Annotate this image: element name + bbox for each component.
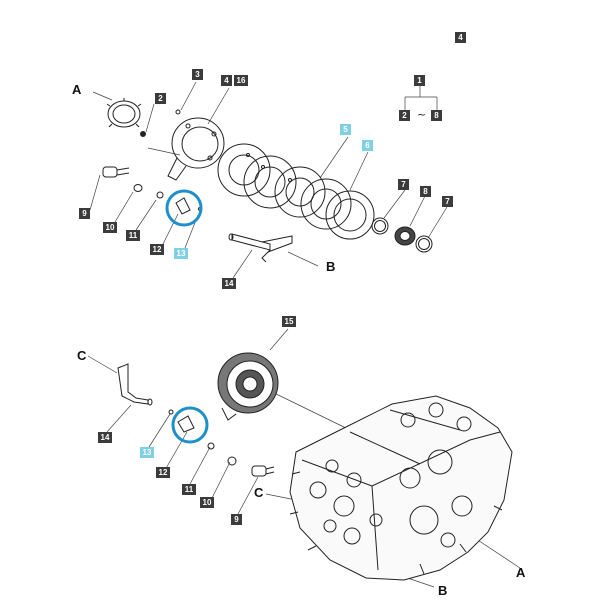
callout-16: 16 <box>234 75 248 86</box>
reference-letter-a-bottom: A <box>516 565 526 580</box>
callout-14-bottom: 14 <box>98 432 112 443</box>
part-12-lever-bottom <box>177 415 195 433</box>
highlight-circle-top <box>165 189 203 227</box>
range-tilde: ~ <box>417 108 427 121</box>
callout-13-top: 13 <box>174 248 188 259</box>
callout-11-bottom: 11 <box>182 484 196 495</box>
callout-4: 4 <box>221 75 232 86</box>
part-13-pin-bottom <box>168 409 174 415</box>
part-9-bolt-bottom <box>251 465 275 477</box>
callout-2-range: 2 <box>399 110 410 121</box>
reference-letter-a-top: A <box>72 82 82 97</box>
callout-15: 15 <box>282 316 296 327</box>
part-10-bushing-bottom <box>227 456 237 466</box>
callout-4-corner: 4 <box>455 32 466 43</box>
callout-10-top: 10 <box>103 222 117 233</box>
part-3-pin <box>175 109 181 115</box>
part-11-ring <box>156 191 164 199</box>
highlight-circle-bottom <box>171 406 209 444</box>
callout-12-bottom: 12 <box>156 467 170 478</box>
callout-12-top: 12 <box>150 244 164 255</box>
callout-9-bottom: 9 <box>231 514 242 525</box>
callout-6: 6 <box>362 140 373 151</box>
transmission-case <box>289 395 513 581</box>
part-11-ring-bottom <box>207 442 215 450</box>
callout-13-bottom: 13 <box>140 447 154 458</box>
reference-letter-c-top: C <box>77 348 87 363</box>
reference-letter-b-top: B <box>326 259 336 274</box>
callout-1: 1 <box>414 75 425 86</box>
callout-7-second: 7 <box>442 196 453 207</box>
callout-2-top: 2 <box>155 93 166 104</box>
part-15-cover <box>217 352 279 421</box>
pressure-plate <box>167 117 225 181</box>
part-8-needle-bearing <box>394 226 416 246</box>
callout-8-range: 8 <box>431 110 442 121</box>
part-14-lever-bottom <box>117 363 153 406</box>
callout-7-top: 7 <box>398 179 409 190</box>
callout-14-top: 14 <box>222 278 236 289</box>
part-2-ball <box>140 131 146 137</box>
callout-10-bottom: 10 <box>200 497 214 508</box>
callout-5: 5 <box>340 124 351 135</box>
callout-11-top: 11 <box>126 230 140 241</box>
reference-letter-c-bottom: C <box>254 485 264 500</box>
callout-8: 8 <box>420 186 431 197</box>
callout-3: 3 <box>192 69 203 80</box>
reference-letter-b-bottom: B <box>438 583 448 598</box>
retainer-ring-part-a <box>106 98 142 128</box>
part-14-shaft-arm <box>228 233 293 263</box>
part-7-ring-second <box>415 235 433 253</box>
part-9-bolt <box>102 166 130 178</box>
part-10-bushing <box>133 184 143 192</box>
callout-9-top: 9 <box>79 208 90 219</box>
part-7-ring-top <box>371 217 389 235</box>
clutch-disc-pack <box>217 143 375 240</box>
